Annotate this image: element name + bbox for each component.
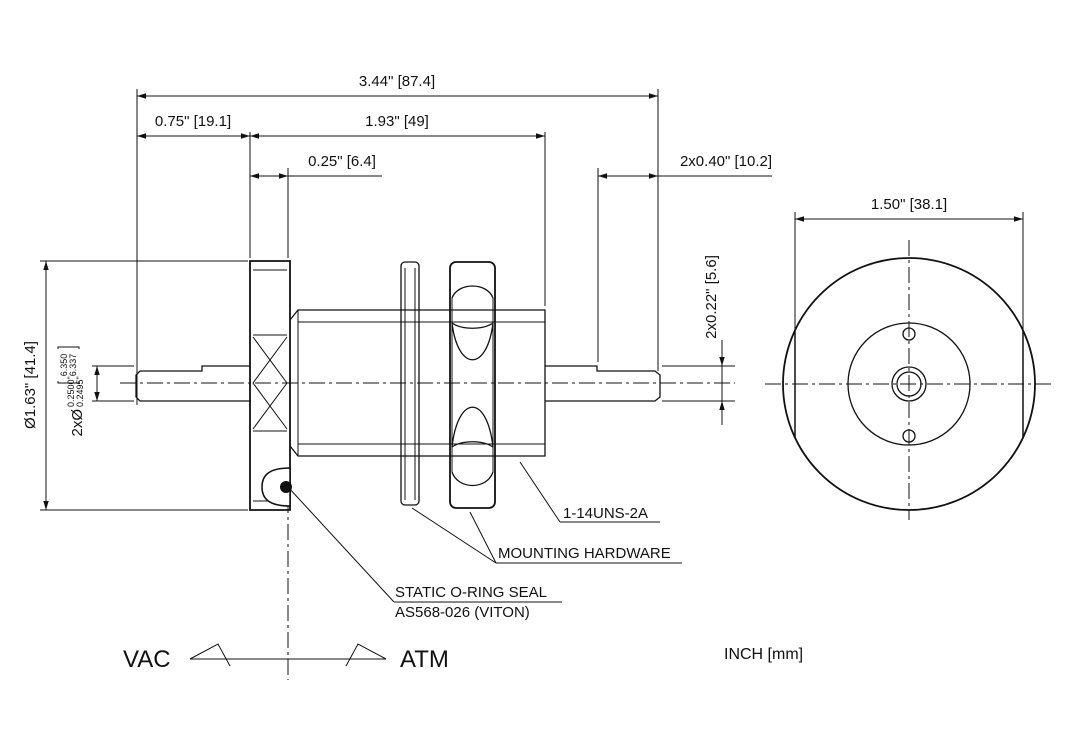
vac-arrow bbox=[189, 643, 231, 667]
svg-text:6.337: 6.337 bbox=[68, 354, 78, 377]
svg-text:0.2500": 0.2500" bbox=[66, 376, 76, 407]
dim-shaft-diameter: 2xØ 0.2500" 0.2495" 6.350 6.337 bbox=[57, 346, 86, 437]
threaded-body bbox=[289, 309, 546, 457]
dim-overall-length: 3.44" [87.4] bbox=[359, 73, 435, 90]
atm-arrow bbox=[345, 643, 387, 667]
dim-flange-thickness: 0.25" [6.4] bbox=[308, 153, 376, 170]
svg-text:2xØ: 2xØ bbox=[69, 409, 86, 437]
end-flange-circle bbox=[782, 257, 1036, 511]
label-atm: ATM bbox=[400, 646, 449, 673]
left-shaft bbox=[135, 365, 250, 402]
dim-left-shaft: 0.75" [19.1] bbox=[155, 113, 231, 130]
units-note: INCH [mm] bbox=[724, 646, 803, 663]
dim-flat-depth: 2x0.22" [5.6] bbox=[703, 255, 720, 339]
washer bbox=[400, 261, 420, 506]
dim-right-shaft: 2x0.40" [10.2] bbox=[680, 153, 772, 170]
end-view: 1.50" [38.1] bbox=[765, 196, 1052, 520]
callout-thread: 1-14UNS-2A bbox=[563, 505, 648, 522]
end-hole-bottom bbox=[902, 429, 916, 443]
right-shaft bbox=[545, 365, 661, 402]
end-body-circle bbox=[847, 322, 971, 446]
svg-text:6.350: 6.350 bbox=[59, 354, 69, 377]
o-ring bbox=[280, 481, 292, 493]
label-vac: VAC bbox=[123, 646, 171, 673]
dim-flange-diameter: Ø1.63" [41.4] bbox=[22, 341, 39, 429]
end-shaft-circle bbox=[891, 366, 927, 402]
end-hole-top bbox=[902, 327, 916, 341]
dim-body-length: 1.93" [49] bbox=[365, 113, 429, 130]
o-ring-groove bbox=[261, 467, 291, 507]
svg-text:0.2495": 0.2495" bbox=[75, 376, 85, 407]
callout-seal-line1: STATIC O-RING SEAL bbox=[395, 584, 547, 601]
flange bbox=[249, 260, 292, 511]
callout-hardware: MOUNTING HARDWARE bbox=[498, 545, 671, 562]
callout-seal-line2: AS568-026 (VITON) bbox=[395, 604, 530, 621]
side-view: 3.44" [87.4] 0.75" [19.1] 1.93" [49] 0.2… bbox=[22, 73, 772, 680]
hex-nut bbox=[449, 261, 496, 509]
dim-end-width: 1.50" [38.1] bbox=[871, 196, 947, 213]
